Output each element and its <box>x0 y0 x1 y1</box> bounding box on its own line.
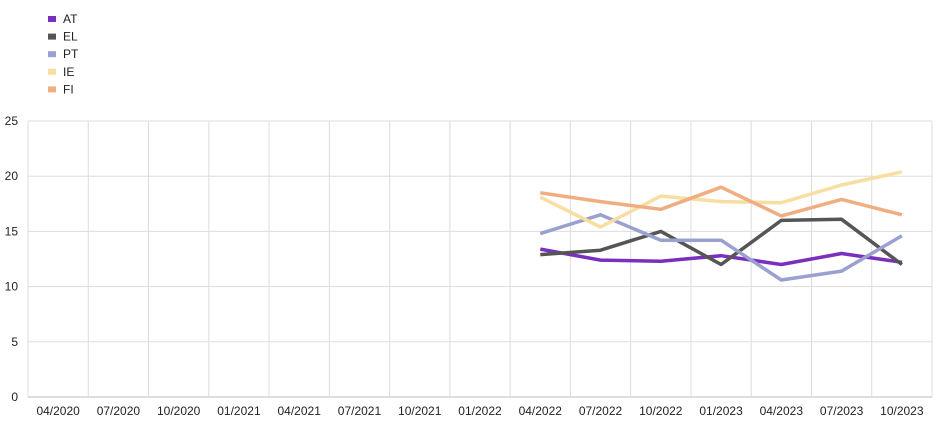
x-tick-label: 07/2022 <box>579 404 623 418</box>
x-tick-label: 07/2021 <box>338 404 382 418</box>
axes: 0 5 10 15 20 25 04/2020 07/2020 10/2020 01/2021 04… <box>5 114 924 418</box>
series-line-pt <box>539 213 903 282</box>
x-tick-label: 04/2020 <box>36 404 80 418</box>
x-tick-label: 10/2020 <box>157 404 201 418</box>
legend-swatch-el <box>48 33 56 40</box>
x-tick-label: 01/2022 <box>458 404 502 418</box>
legend-swatch-at <box>48 16 56 22</box>
y-tick-label: 25 <box>5 114 19 128</box>
x-tick-label: 10/2021 <box>398 404 442 418</box>
x-tick-label: 07/2023 <box>820 404 864 418</box>
x-tick-label: 04/2021 <box>278 404 322 418</box>
x-tick-label: 04/2022 <box>519 404 563 418</box>
legend-label-at: AT <box>63 12 78 26</box>
x-tick-label: 01/2021 <box>217 404 261 418</box>
x-tick-label: 10/2023 <box>880 404 924 418</box>
x-tick-label: 10/2022 <box>639 404 683 418</box>
legend-swatch-fi <box>48 86 56 93</box>
series-line-fi <box>540 185 903 218</box>
x-tick-label: 07/2020 <box>97 404 141 418</box>
y-tick-label: 20 <box>5 169 19 183</box>
legend: AT EL PT IE FI <box>48 12 79 96</box>
y-tick-label: 10 <box>5 280 19 294</box>
gridlines <box>27 120 933 398</box>
legend-label-el: EL <box>63 30 78 44</box>
legend-swatch-ie <box>48 68 56 75</box>
series-line-ie <box>539 170 903 229</box>
legend-label-ie: IE <box>63 65 74 79</box>
y-tick-label: 5 <box>11 335 18 349</box>
y-tick-label: 0 <box>11 390 18 404</box>
legend-label-fi: FI <box>63 82 74 96</box>
series-line-at <box>539 247 903 267</box>
x-tick-label: 04/2023 <box>760 404 804 418</box>
series-lines <box>539 170 903 282</box>
legend-swatch-pt <box>48 51 56 58</box>
x-tick-label: 01/2023 <box>699 404 743 418</box>
legend-label-pt: PT <box>63 47 79 61</box>
series-line-el <box>540 217 903 267</box>
y-tick-label: 15 <box>5 224 19 238</box>
